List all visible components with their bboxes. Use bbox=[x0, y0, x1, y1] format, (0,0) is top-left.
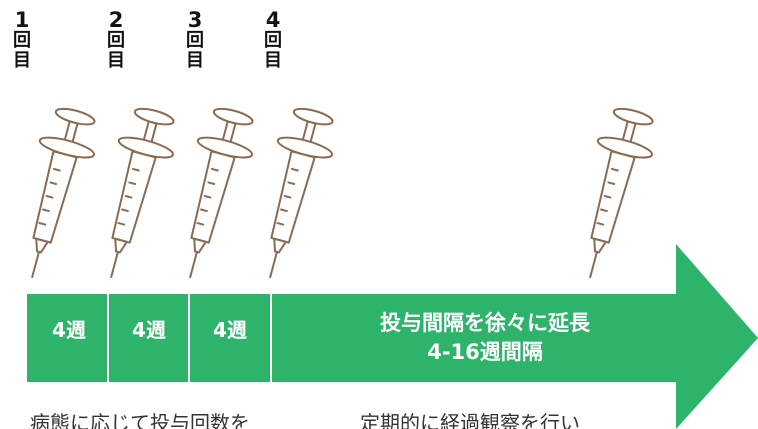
dose-label-3: 3 回 目 bbox=[182, 10, 208, 71]
syringe-icon bbox=[250, 104, 336, 280]
dose-number: 3 bbox=[187, 8, 203, 32]
syringe-icon bbox=[91, 104, 177, 280]
interval-label-2: 4週 bbox=[132, 318, 166, 342]
syringe-icon bbox=[12, 104, 98, 280]
dose-label-4: 4 回 目 bbox=[260, 10, 286, 71]
dose-ordinal-char: 目 bbox=[107, 50, 125, 71]
extension-interval: 4-16週間隔 bbox=[427, 340, 543, 364]
dose-counter-char: 回 bbox=[186, 30, 204, 51]
bottom-caption-right: 定期的に経過観察を行い bbox=[360, 411, 580, 429]
extension-text: 投与間隔を徐々に延長 4-16週間隔 bbox=[300, 309, 670, 367]
dose-label-1: 1 回 目 bbox=[9, 10, 35, 71]
syringe-icon bbox=[570, 104, 656, 280]
interval-label-1: 4週 bbox=[52, 318, 86, 342]
interval-divider bbox=[270, 294, 272, 382]
dose-ordinal-char: 目 bbox=[186, 50, 204, 71]
syringe-graphic bbox=[269, 107, 334, 279]
extension-title: 投与間隔を徐々に延長 bbox=[380, 311, 590, 335]
interval-label-3: 4週 bbox=[213, 318, 247, 342]
bottom-caption-left: 病態に応じて投与回数を bbox=[30, 411, 250, 429]
dose-number: 1 bbox=[14, 8, 30, 32]
dose-counter-char: 回 bbox=[107, 30, 125, 51]
syringe-graphic bbox=[31, 107, 96, 279]
dose-number: 2 bbox=[108, 8, 124, 32]
interval-divider bbox=[188, 294, 190, 382]
dose-number: 4 bbox=[265, 8, 281, 32]
dose-ordinal-char: 目 bbox=[13, 50, 31, 71]
dose-label-2: 2 回 目 bbox=[103, 10, 129, 71]
syringe-icon bbox=[170, 104, 256, 280]
syringe-graphic bbox=[589, 107, 654, 279]
syringe-graphic bbox=[189, 107, 254, 279]
dose-ordinal-char: 目 bbox=[264, 50, 282, 71]
dose-counter-char: 回 bbox=[264, 30, 282, 51]
dose-counter-char: 回 bbox=[13, 30, 31, 51]
interval-divider bbox=[107, 294, 109, 382]
syringe-graphic bbox=[110, 107, 175, 279]
